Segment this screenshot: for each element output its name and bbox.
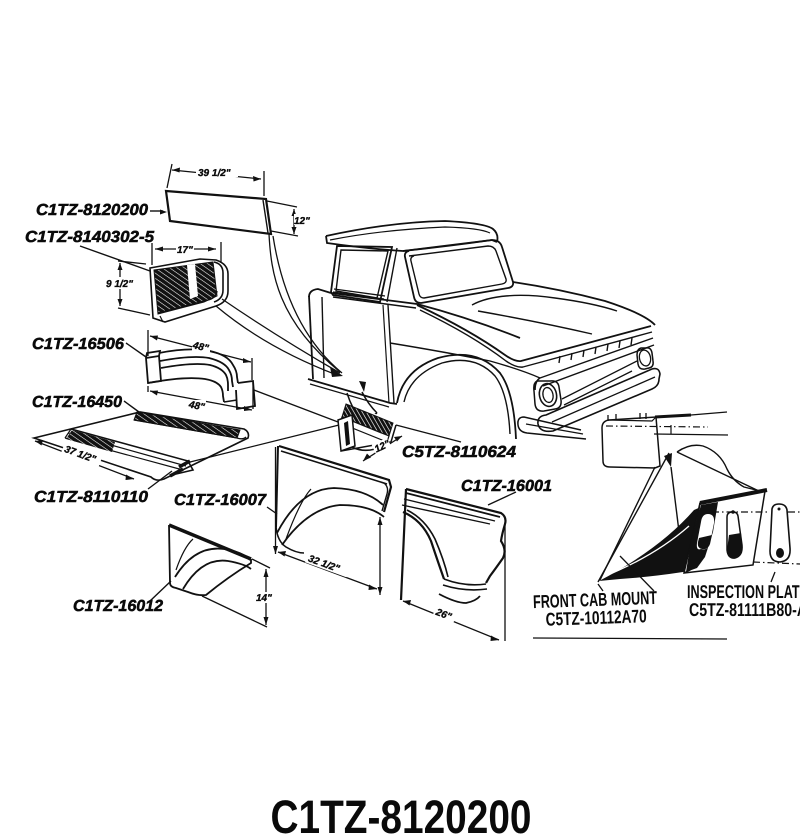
svg-text:C1TZ-16506: C1TZ-16506	[32, 336, 124, 353]
svg-text:C1TZ-8120200: C1TZ-8120200	[271, 790, 532, 840]
svg-text:C1TZ-16007: C1TZ-16007	[174, 492, 267, 509]
svg-text:39 1/2": 39 1/2"	[198, 168, 231, 179]
svg-text:FRONT CAB MOUNT: FRONT CAB MOUNT	[533, 587, 658, 612]
svg-text:C5TZ-81111B80-A7: C5TZ-81111B80-A7	[689, 599, 800, 620]
svg-text:C1TZ-8120200: C1TZ-8120200	[36, 202, 148, 219]
svg-text:C1TZ-8140302-5: C1TZ-8140302-5	[25, 229, 155, 246]
svg-text:C1TZ-8110110: C1TZ-8110110	[34, 489, 148, 506]
svg-text:INSPECTION PLATE: INSPECTION PLATE	[687, 581, 800, 602]
svg-text:14": 14"	[256, 593, 272, 604]
svg-text:C1TZ-16001: C1TZ-16001	[461, 478, 552, 495]
svg-text:C1TZ-16012: C1TZ-16012	[73, 598, 163, 615]
svg-text:9 1/2": 9 1/2"	[106, 279, 133, 290]
svg-text:C5TZ-10112A70: C5TZ-10112A70	[545, 605, 647, 630]
svg-text:12": 12"	[294, 216, 310, 227]
svg-text:48": 48"	[191, 340, 210, 355]
svg-text:48": 48"	[187, 399, 206, 413]
svg-text:C5TZ-8110624: C5TZ-8110624	[402, 444, 516, 461]
svg-text:17": 17"	[177, 245, 193, 256]
svg-text:C1TZ-16450: C1TZ-16450	[32, 394, 122, 411]
